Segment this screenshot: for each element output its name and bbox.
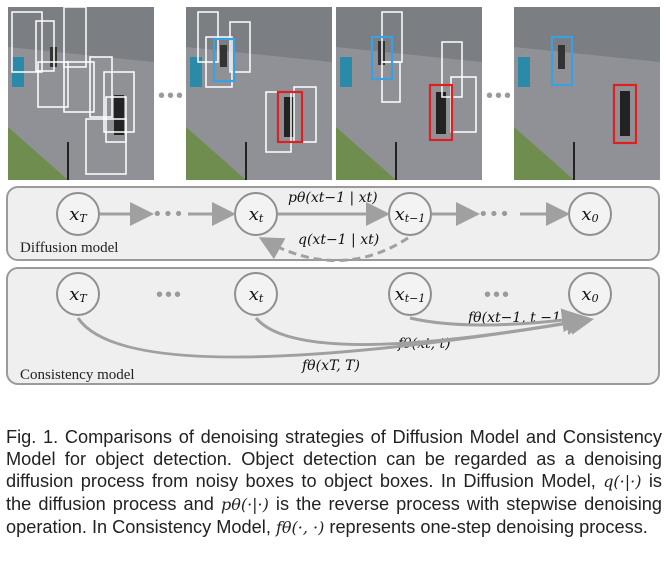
ellipsis-consistency-1: ••• xyxy=(156,284,184,306)
f-theta-xt-label: fθ(xt, t) xyxy=(398,336,451,352)
frame-3 xyxy=(336,7,482,180)
caption-math-f-theta: fθ(·, ·) xyxy=(275,518,325,537)
scene-1 xyxy=(8,7,154,180)
figure-caption: Fig. 1. Comparisons of denoising strateg… xyxy=(6,426,662,539)
frame-1 xyxy=(8,7,154,180)
caption-part-3: is the reverse process with stepwise den… xyxy=(6,494,662,537)
f-theta-xT-label: fθ(xT, T) xyxy=(302,358,360,374)
scene-3 xyxy=(336,7,482,180)
frame-4 xyxy=(514,7,660,180)
diffusion-model-label: Diffusion model xyxy=(20,240,119,256)
caption-math-p-theta: pθ(·|·) xyxy=(220,495,269,514)
caption-math-q: q(·|·) xyxy=(603,472,642,491)
ellipsis-2: ••• xyxy=(486,85,514,107)
forward-process-label: pθ(xt−1 | xt) xyxy=(288,190,378,206)
f-theta-xt-minus-1-label: fθ(xt−1, t −1) xyxy=(468,310,567,326)
caption-part-2: is the diffusion process and xyxy=(6,471,663,514)
reverse-process-label: q(xt−1 | xt) xyxy=(298,232,380,248)
caption-part-1: Fig. 1. Comparisons of denoising strateg… xyxy=(6,427,662,491)
consistency-model-label: Consistency model xyxy=(20,367,135,383)
caption-part-4: represents one-step denoising process. xyxy=(324,517,648,537)
frame-2 xyxy=(186,7,332,180)
scene-2 xyxy=(186,7,332,180)
ellipsis-1: ••• xyxy=(158,85,186,107)
scene-4 xyxy=(514,7,660,180)
ellipsis-consistency-2: ••• xyxy=(484,284,512,306)
